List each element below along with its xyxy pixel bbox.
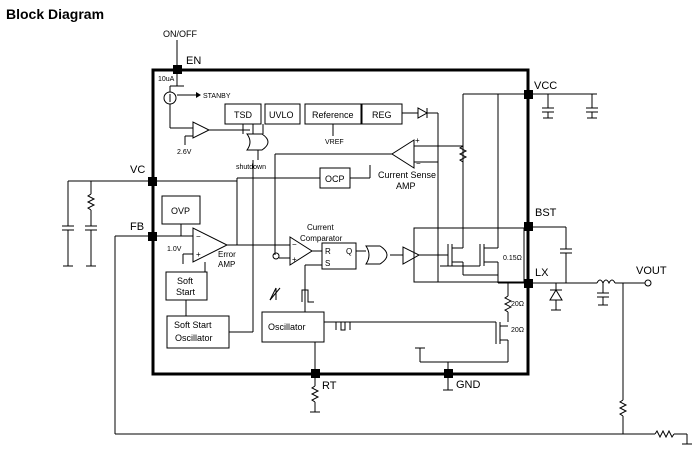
pin-en: [173, 65, 182, 74]
pin-gnd: [444, 369, 453, 378]
r-low-label: 20Ω: [511, 327, 524, 334]
pin-vout-label: VOUT: [636, 265, 667, 277]
fb-feedback-wiring: [114, 235, 692, 445]
or-gate: [365, 245, 388, 265]
error-amp-label-2: AMP: [218, 260, 235, 269]
standby-label: STANBY: [203, 93, 231, 100]
cc-minus: −: [292, 240, 297, 249]
fb-vref-label: 1.0V: [167, 246, 182, 253]
current-sense-amp: [274, 139, 468, 255]
current-comparator: [269, 236, 322, 301]
soft-start-block: [165, 271, 208, 301]
reg-block: [361, 103, 403, 125]
ea-minus: −: [196, 232, 201, 241]
pin-en-label: EN: [186, 55, 201, 67]
ss-osc-label-1: Soft Start: [174, 320, 212, 330]
en-signal-label: ON/OFF: [163, 29, 197, 39]
pin-gnd-label: GND: [456, 379, 481, 391]
shutdown-label: shutdown: [236, 164, 266, 171]
pin-bst-label: BST: [535, 207, 557, 219]
latch-q: Q: [346, 247, 352, 256]
threshold-label: 2.6V: [177, 149, 192, 156]
diagram-title: Block Diagram: [6, 6, 105, 22]
r-on-label: 0.15Ω: [503, 255, 522, 262]
cs-plus: +: [415, 136, 420, 145]
pin-vcc-label: VCC: [534, 80, 557, 92]
current-source-label: 10uA: [158, 76, 175, 83]
bst-external-circuit: [533, 226, 572, 283]
latch-s: S: [325, 259, 330, 268]
cs-amp-label-2: AMP: [396, 181, 416, 191]
error-amp-label-1: Error: [218, 250, 236, 259]
error-amp: [157, 224, 290, 272]
pin-lx-label: LX: [535, 267, 549, 279]
cs-amp-label-1: Current Sense: [378, 170, 436, 180]
ovp-label: OVP: [171, 206, 190, 216]
cs-minus: −: [416, 159, 421, 168]
r-sense-label: 20Ω: [511, 301, 524, 308]
uvlo-label: UVLO: [269, 110, 294, 120]
soft-start-label-2: Start: [176, 287, 196, 297]
pin-fb: [148, 232, 157, 241]
reg-label: REG: [372, 110, 392, 120]
comparator-label-1: Current: [307, 223, 334, 232]
ss-osc-label-2: Oscillator: [175, 333, 213, 343]
vcc-external-circuit: [533, 93, 598, 119]
pin-bst: [524, 222, 533, 231]
pin-lx: [524, 279, 533, 288]
uvlo-block: [264, 103, 301, 125]
vref-label: VREF: [325, 139, 344, 146]
tsd-label: TSD: [234, 110, 253, 120]
rs-latch: [321, 242, 357, 270]
pin-fb-label: FB: [130, 221, 144, 233]
low-side-circuit: [324, 283, 513, 391]
gate-driver: [402, 246, 421, 265]
shutdown-or-gate: [242, 124, 269, 160]
reference-label: Reference: [312, 110, 354, 120]
pin-vc-label: VC: [130, 164, 145, 176]
pin-rt-label: RT: [322, 380, 337, 392]
vc-external-circuit: [62, 178, 238, 267]
high-side-mosfets: [413, 227, 525, 284]
pin-vc: [148, 177, 157, 186]
oscillator-block: [261, 311, 325, 343]
en-comparator: [184, 121, 250, 145]
reg-diode-wiring: [402, 93, 524, 282]
cc-plus: +: [292, 255, 297, 264]
oscillator-label: Oscillator: [268, 322, 306, 332]
soft-start-label-1: Soft: [177, 276, 194, 286]
latch-r: R: [325, 247, 331, 256]
pin-rt: [311, 369, 320, 378]
ea-plus: +: [196, 250, 201, 259]
comparator-label-2: Comparator: [300, 234, 343, 243]
output-stage: [533, 279, 652, 434]
pin-vcc: [524, 90, 533, 99]
rt-external-resistor: [310, 378, 320, 413]
pulse-symbols: [301, 289, 351, 331]
en-input-wiring: [163, 40, 201, 129]
ocp-label: OCP: [325, 174, 345, 184]
